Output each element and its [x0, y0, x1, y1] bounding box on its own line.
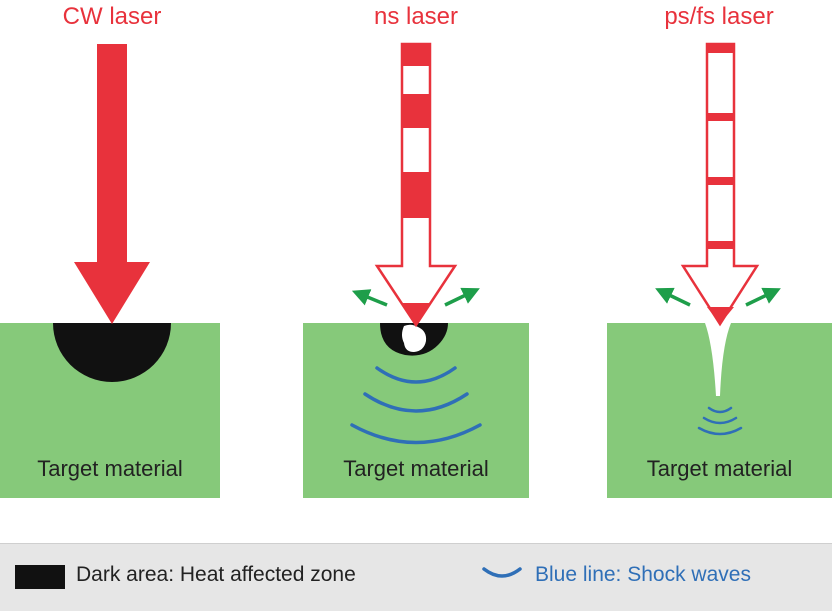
cw-target-label: Target material: [37, 456, 183, 481]
psfs-target-label: Target material: [646, 456, 793, 481]
legend-heat-zone-text: Dark area: Heat affected zone: [76, 563, 356, 586]
psfs-shock-waves: [697, 406, 743, 436]
ns-shock-waves: [350, 366, 482, 445]
ns-ablation-crater: [402, 324, 427, 352]
shock-wave-swatch: [482, 567, 522, 578]
cw-laser-arrow: [74, 44, 150, 324]
psfs-laser-arrow: [680, 42, 760, 327]
legend: Dark area: Heat affected zone Blue line:…: [0, 543, 832, 611]
ns-ejecta-arrows: [351, 287, 480, 307]
ns-laser-title: ns laser: [373, 3, 459, 30]
heat-zone-swatch: [15, 565, 65, 589]
psfs-laser-title: ps/fs laser: [664, 3, 774, 30]
psfs-ejecta-arrows: [655, 287, 781, 307]
psfs-target-block: Target material: [607, 323, 832, 498]
psfs-ablation-channel: [705, 323, 731, 396]
legend-shock-waves-text: Blue line: Shock waves: [535, 563, 751, 586]
ns-target-label: Target material: [343, 456, 489, 481]
cw-heat-affected-zone: [53, 323, 171, 382]
ns-laser-arrow: [374, 42, 458, 328]
cw-laser-title: CW laser: [62, 3, 162, 30]
